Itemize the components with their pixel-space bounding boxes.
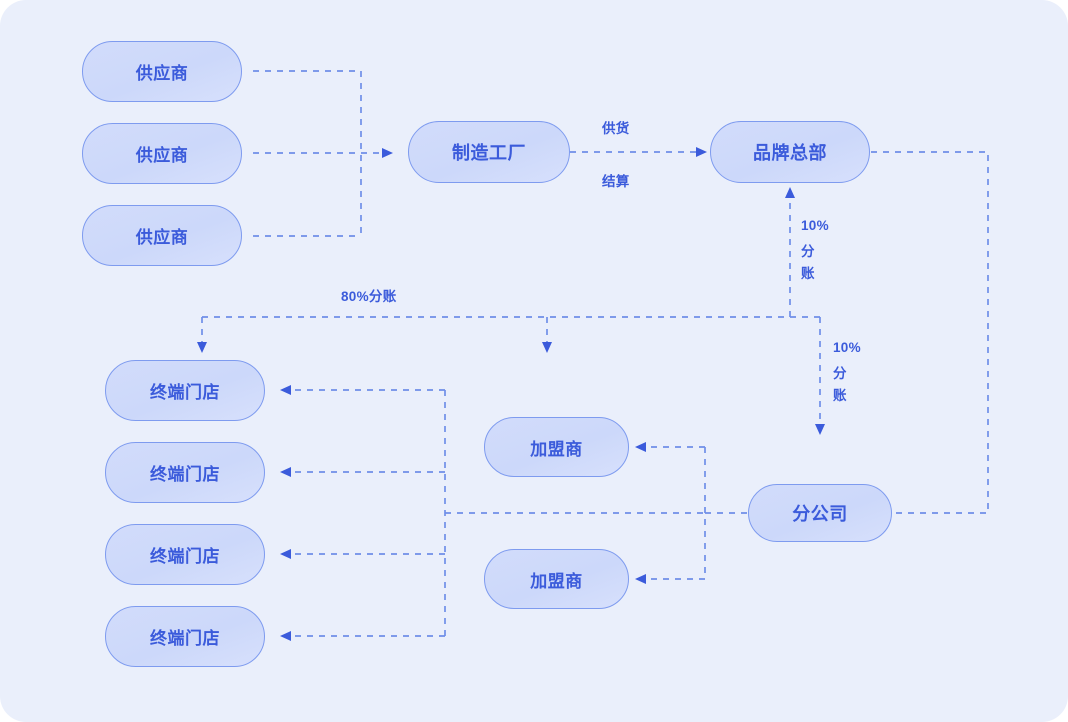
edge-hq-branch-outer xyxy=(826,151,989,518)
node-label: 终端门店 xyxy=(150,465,220,484)
node-store-2[interactable]: 终端门店 xyxy=(105,442,265,503)
node-label: 终端门店 xyxy=(150,383,220,402)
node-label: 供应商 xyxy=(135,146,189,165)
node-label: 分公司 xyxy=(792,504,848,524)
node-label: 品牌总部 xyxy=(753,143,827,163)
node-store-3[interactable]: 终端门店 xyxy=(105,524,265,585)
node-label: 加盟商 xyxy=(530,439,583,459)
edge-label-split-80: 80%分账 xyxy=(341,289,397,304)
node-franchisee-1[interactable]: 加盟商 xyxy=(484,417,629,477)
edge-label-settlement: 结算 xyxy=(602,174,630,189)
node-label: 供应商 xyxy=(135,64,189,83)
node-franchisee-2[interactable]: 加盟商 xyxy=(484,549,629,609)
node-factory[interactable]: 制造工厂 xyxy=(408,121,570,183)
node-label: 制造工厂 xyxy=(452,143,526,163)
edge-label-split-10-up-char2: 账 xyxy=(801,266,815,281)
node-label: 加盟商 xyxy=(530,571,583,591)
edge-label-split-10-down-pct: 10% xyxy=(833,340,861,355)
node-supplier-1[interactable]: 供应商 xyxy=(82,41,242,102)
node-supplier-3[interactable]: 供应商 xyxy=(82,205,242,266)
edge-label-split-10-up-char1: 分 xyxy=(801,244,815,259)
node-branch-company[interactable]: 分公司 xyxy=(748,484,892,542)
node-label: 终端门店 xyxy=(150,629,220,648)
node-label: 终端门店 xyxy=(150,547,220,566)
edge-label-split-10-down-char2: 账 xyxy=(833,388,847,403)
edge-label-split-10-down-char1: 分 xyxy=(833,366,847,381)
node-headquarters[interactable]: 品牌总部 xyxy=(710,121,870,183)
edge-label-split-10-up-pct: 10% xyxy=(801,218,829,233)
node-store-4[interactable]: 终端门店 xyxy=(105,606,265,667)
node-store-1[interactable]: 终端门店 xyxy=(105,360,265,421)
node-supplier-2[interactable]: 供应商 xyxy=(82,123,242,184)
edge-label-supply: 供货 xyxy=(602,121,630,136)
node-label: 供应商 xyxy=(135,228,189,247)
